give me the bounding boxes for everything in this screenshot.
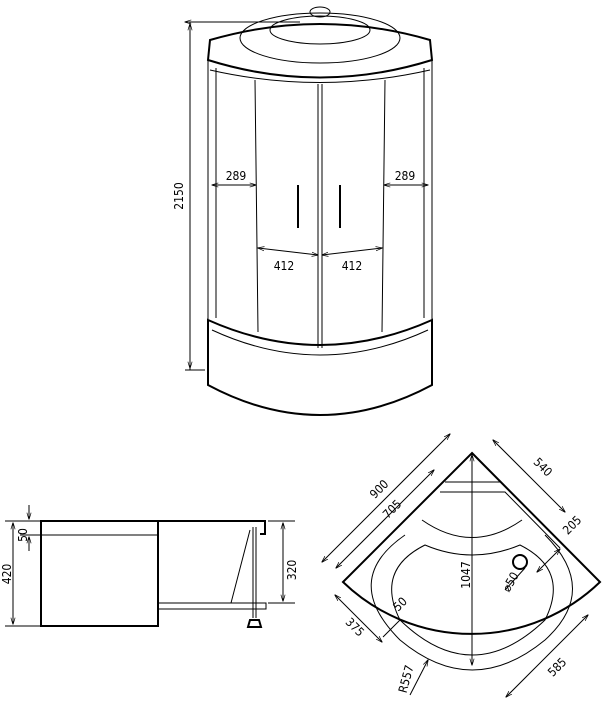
dim-door-right: 412 xyxy=(342,259,363,273)
dim-side-right: 289 xyxy=(395,169,416,183)
dim-side: 540 xyxy=(531,455,556,480)
dim-drain: ⌀50 xyxy=(499,570,521,595)
front-view: 2150 289 289 412 412 xyxy=(172,6,434,416)
dim-total-height: 420 xyxy=(0,564,14,585)
cabin-tray xyxy=(207,318,433,416)
drain-icon xyxy=(512,554,528,570)
dim-door-left: 412 xyxy=(274,259,295,273)
side-view: 420 50 320 xyxy=(0,505,299,628)
dim-height: 2150 xyxy=(172,182,186,210)
dim-depth: 585 xyxy=(545,655,569,679)
cabin-glass xyxy=(209,69,431,348)
dim-side-left: 289 xyxy=(226,169,247,183)
dim-tray-depth: 320 xyxy=(285,560,299,581)
dim-rim: 50 xyxy=(16,528,30,542)
dim-radius: R557 xyxy=(396,664,417,695)
plan-view: 1047 900 705 540 205 ⌀50 50 375 585 R557 xyxy=(322,434,602,697)
dim-corner: 375 xyxy=(343,615,367,639)
dim-wall: 50 xyxy=(390,594,410,614)
dim-diagonal: 1047 xyxy=(459,561,473,588)
dim-offset: 205 xyxy=(560,513,584,537)
dim-width: 900 xyxy=(367,477,392,502)
